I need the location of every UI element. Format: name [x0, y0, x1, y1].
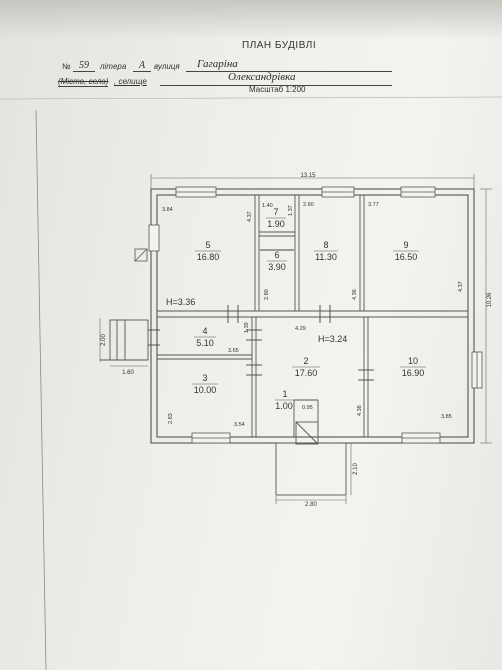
dim-r6-h: 2.80 [264, 289, 270, 300]
height-right: H=3.24 [318, 334, 347, 344]
room-4-number: 4 [202, 326, 207, 336]
number-prefix: № [62, 62, 71, 71]
dim-right-side: 10.26 [487, 292, 493, 308]
settlement-value: Олександрівка [228, 71, 296, 83]
room-9-area: 16.50 [395, 252, 418, 262]
dim-front-porch-width: 2.80 [305, 502, 317, 508]
street-value: Гагаріна [197, 58, 238, 70]
dim-r2-w: 4.29 [295, 326, 306, 332]
number-value: 59 [73, 61, 95, 72]
room-5-number: 5 [205, 240, 210, 250]
interior-walls [157, 195, 468, 437]
room-8-area: 11.30 [315, 252, 337, 262]
dim-r5-w: 3.84 [162, 207, 173, 213]
litera-label: літера [100, 62, 127, 71]
dim-left-porch-depth: 1.60 [122, 370, 134, 376]
room-labels: 5 16.80 7 1.90 6 3.90 8 11.30 9 16.50 4 … [192, 207, 426, 411]
dim-r3-w: 3.54 [234, 422, 245, 428]
room-5-area: 16.80 [197, 252, 220, 262]
litera-value: А [133, 61, 152, 72]
dim-r4-w: 3.65 [228, 348, 239, 354]
left-porch [100, 319, 149, 361]
left-margin-line [35, 109, 47, 670]
room-2-area: 17.60 [295, 368, 318, 378]
settlement-strike: (Місто, село) [58, 77, 109, 87]
room-7-number: 7 [273, 207, 278, 217]
room-4-area: 5.10 [196, 338, 214, 348]
room-6-number: 6 [274, 250, 279, 260]
room-1-number: 1 [282, 389, 287, 399]
room-3-number: 3 [202, 373, 207, 383]
room-3-area: 10.00 [194, 385, 217, 395]
settlement-underline [160, 85, 392, 86]
dim-r1-w: 0.95 [302, 405, 313, 411]
dim-r3-h: 2.83 [168, 413, 174, 424]
room-7-area: 1.90 [267, 219, 285, 229]
dim-front-porch-depth: 2.10 [353, 463, 359, 475]
dim-left-porch: 2.00 [101, 334, 107, 346]
stove-marker [134, 248, 148, 262]
top-margin-line [0, 96, 502, 100]
street-underline [186, 71, 392, 72]
room-10-number: 10 [408, 356, 418, 366]
room-10-area: 16.90 [402, 368, 425, 378]
street-label: вулиця [154, 62, 180, 71]
dim-r4-h: 1.39 [244, 322, 250, 333]
scale-label: Масштаб 1:200 [249, 85, 306, 94]
plan-title: ПЛАН БУДІВЛІ [242, 40, 317, 51]
dim-r2-h: 4.38 [357, 405, 363, 416]
door-marks [148, 249, 374, 381]
front-porch [275, 421, 347, 496]
settlement-type: , селище [114, 77, 147, 86]
dimension-lines [99, 174, 492, 504]
dim-r8-w: 2.60 [303, 202, 314, 208]
dim-r7-w: 1.40 [262, 203, 273, 209]
page-shadow [0, 0, 502, 40]
dim-r8-h: 4.36 [352, 289, 358, 300]
height-left: H=3.36 [166, 297, 195, 307]
room-6-area: 3.90 [268, 262, 286, 272]
room-dimensions: 3.84 4.37 1.40 1.37 2.60 4.36 3.77 4.37 … [162, 202, 464, 428]
room-8-number: 8 [323, 240, 328, 250]
dim-r9-w: 3.77 [368, 202, 379, 208]
plan-header: ПЛАН БУДІВЛІ № 59 літера А вулиця Гагарі… [0, 0, 502, 100]
windows [148, 186, 483, 444]
room-2-number: 2 [303, 356, 308, 366]
dim-r9-h: 4.37 [458, 281, 464, 292]
dim-r7-h: 1.37 [288, 205, 294, 216]
dim-overall-width: 13.15 [300, 173, 316, 179]
room-1-area: 1.00 [275, 401, 293, 411]
room-9-number: 9 [403, 240, 408, 250]
dim-r5-h: 4.37 [247, 211, 253, 222]
dim-r10-w: 3.85 [441, 414, 452, 420]
